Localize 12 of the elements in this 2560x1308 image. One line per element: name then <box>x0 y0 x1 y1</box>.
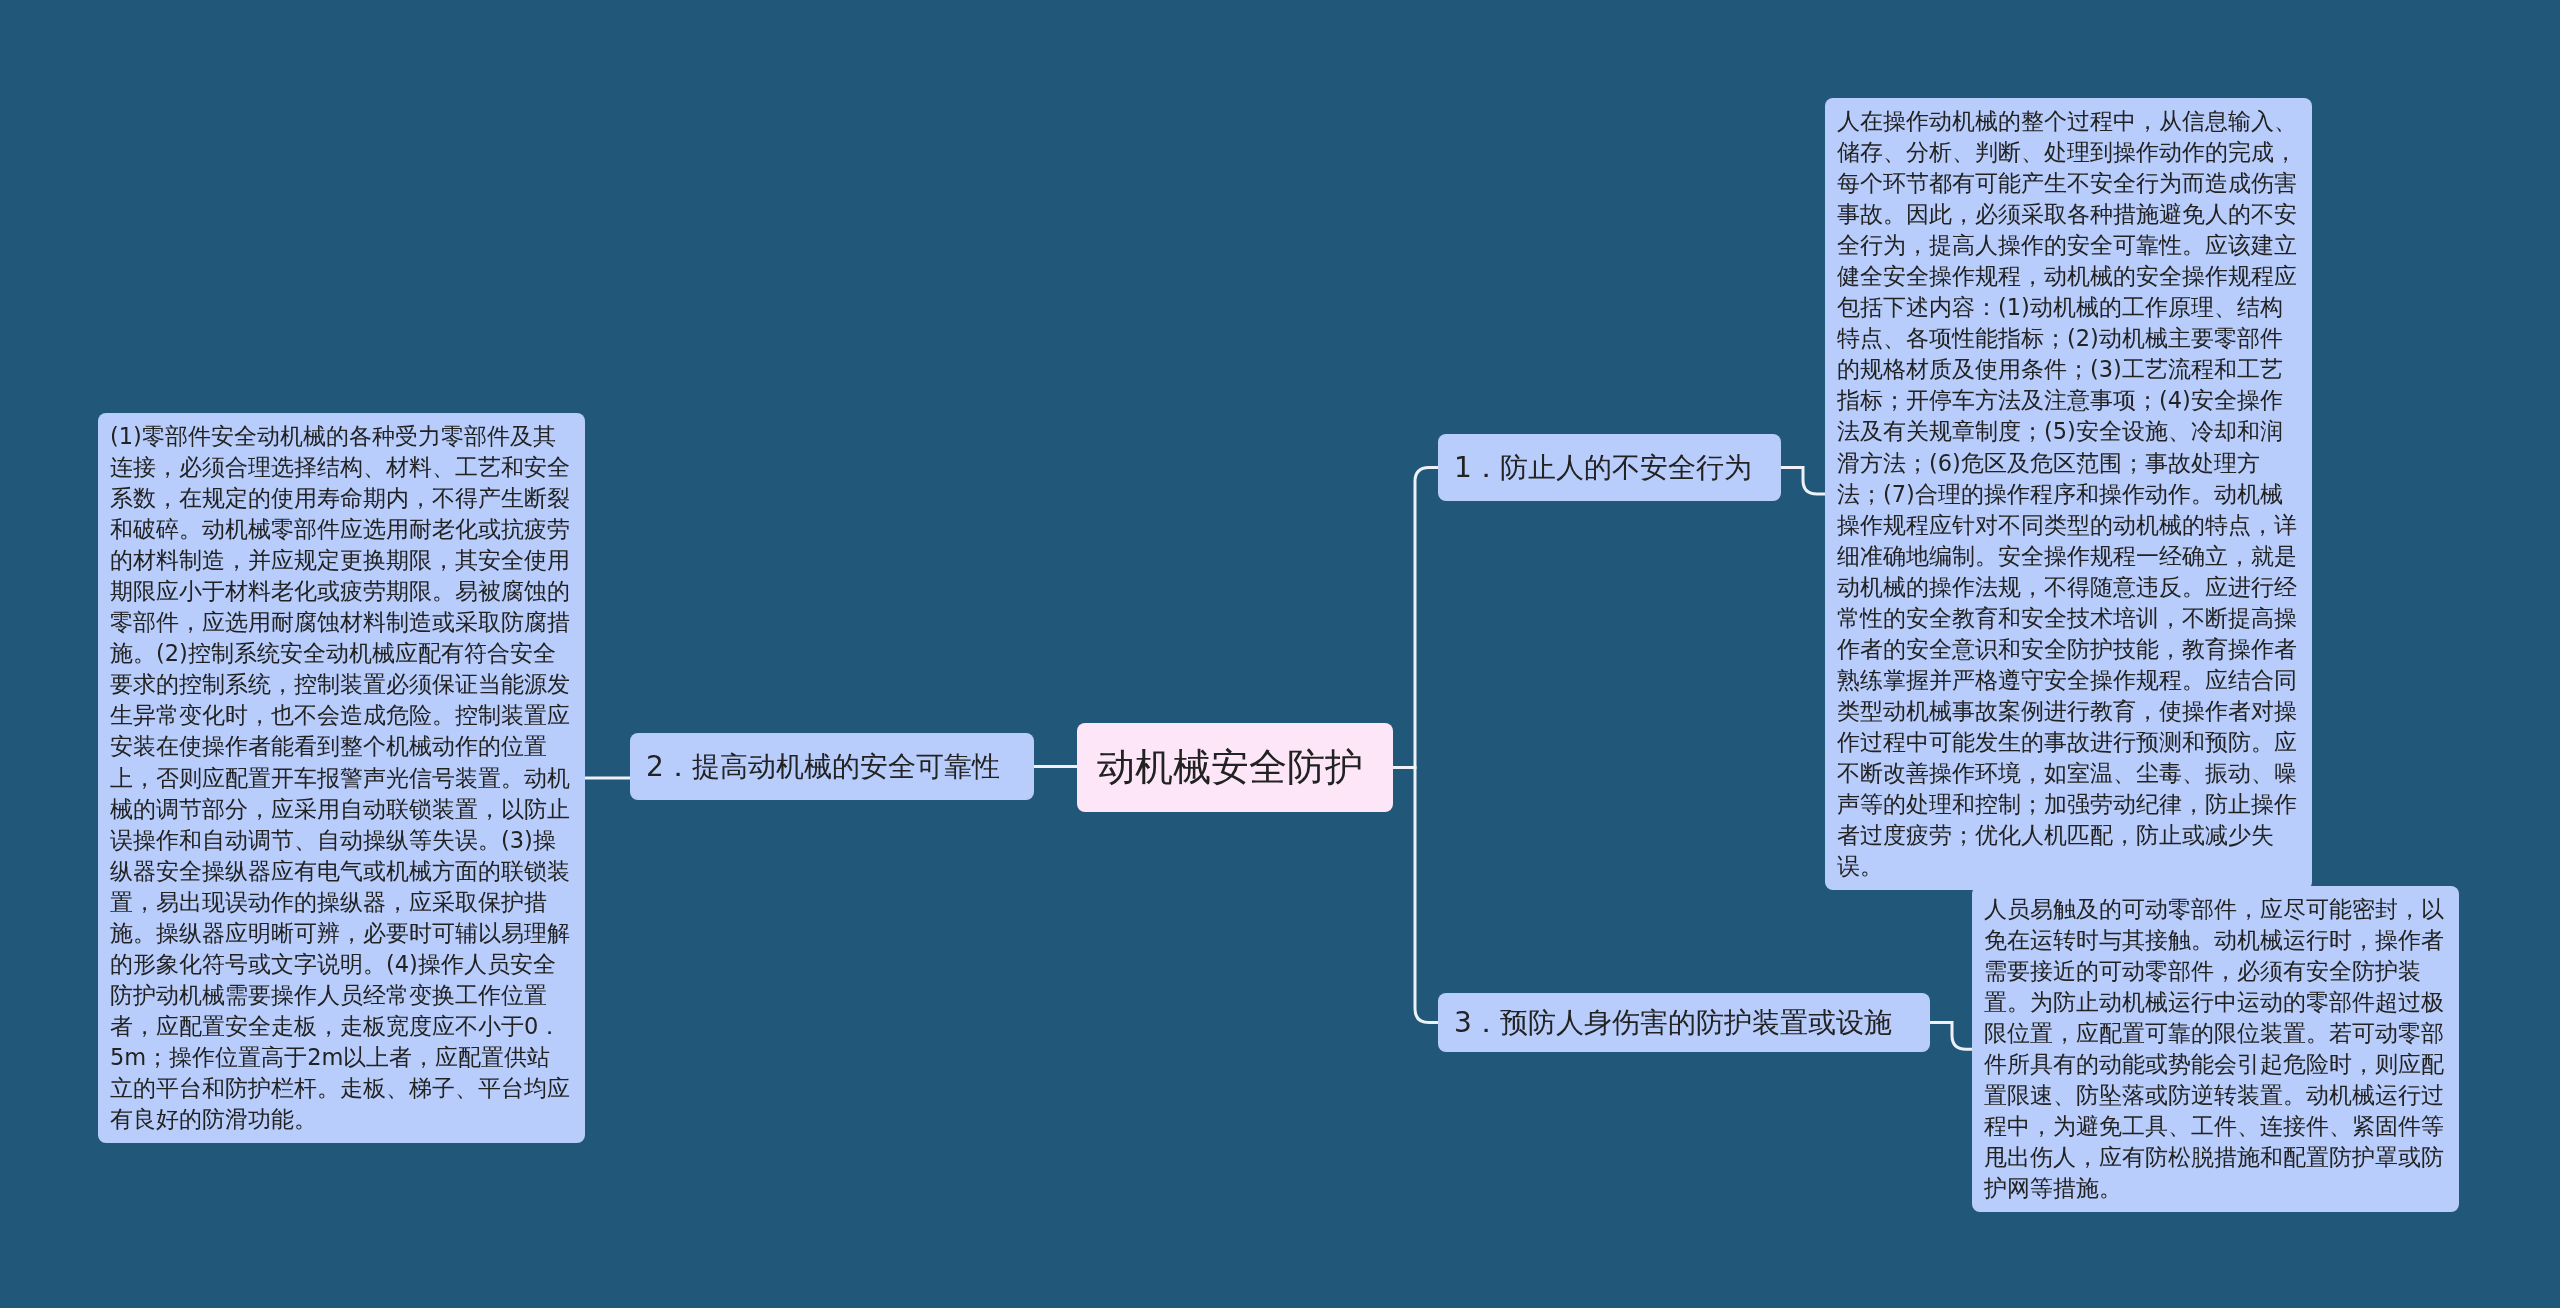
text-box: 人在操作动机械的整个过程中，从信息输入、储存、分析、判断、处理到操作动作的完成，每个环节都有可能产生不安全行为而造成伤害事故。因此，必须采取各种措施避免人的不安全行为，提高人操作的安全可靠性。应该建立健全安全操作规程，动机械的安全操作规程应包括下述内容：(1)动机械的工作原理、结构特点、各项性能指标；(2)动机械主要零部件的规格材质及使用条件；(3)工艺流程和工艺指标；开停车方法及注意事项；(4)安全操作法及有关规章制度；(5)安全设施、冷却和润滑方法；(6)危区及危区范围；事故处理方法；(7)合理的操作程序和操作动作。动机械操作规程应针对不同类型的动机械的特点，详细准确地编制。安全操作规程一经确立，就是动机械的操作法规，不得随意违反。应进行经常性的安全教育和安全技术培训，不断提高操作者的安全意识和安全防护技能，教育操作者熟练掌握并严格遵守安全操作规程。应结合同类型动机械事故案例进行教育，使操作者对操作过程中可能发生的事故进行预测和预防。应不断改善操作环境，如室温、尘毒、振动、噪声等的处理和控制；加强劳动纪律，防止操作者过度疲劳；优化人机匹配，防止或减少失误。 <box>1825 98 2312 891</box>
text-box: (1)零部件安全动机械的各种受力零部件及其连接，必须合理选择结构、材料、工艺和安全系数，在规定的使用寿命期内，不得产生断裂和破碎。动机械零部件应选用耐老化或抗疲劳的材料制造，并应规定更换期限，其安全使用期限应小于材料老化或疲劳期限。易被腐蚀的零部件，应选用耐腐蚀材料制造或采取防腐措施。(2)控制系统安全动机械应配有符合安全要求的控制系统，控制装置必须保证当能源发生异常变化时，也不会造成危险。控制装置应安装在使操作者能看到整个机械动作的位置上，否则应配置开车报警声光信号装置。动机械的调节部分，应采用自动联锁装置，以防止误操作和自动调节、自动操纵等失误。(3)操纵器安全操纵器应有电气或机械方面的联锁装置，易出现误动作的操纵器，应采取保护措施。操纵器应明晰可辨，必要时可辅以易理解的形象化符号或文字说明。(4)操作人员安全防护动机械需要操作人员经常变换工作位置者，应配置安全走板，走板宽度应不小于0．5m；操作位置高于2m以上者，应配置供站立的平台和防护栏杆。走板、梯子、平台均应有良好的防滑功能。 <box>98 413 585 1144</box>
root-topic-box: 动机械安全防护 <box>1077 723 1393 813</box>
connector-line <box>1393 766 1438 1025</box>
connector-line <box>1781 466 1825 496</box>
connector-line <box>1034 765 1077 769</box>
topic-box: 3．预防人身伤害的防护装置或设施 <box>1438 993 1930 1053</box>
text-box: 人员易触及的可动零部件，应尽可能密封，以免在运转时与其接触。动机械运行时，操作者需要接近的可动零部件，必须有安全防护装置。为防止动机械运行中运动的零部件超过极限位置，应配置可靠的限位装置。若可动零部件所具有的动能或势能会引起危险时，则应配置限速、防坠落或防逆转装置。动机械运行过程中，为避免工具、工件、连接件、紧固件等甩出伤人，应有防松脱措施和配置防护罩或防护网等措施。 <box>1972 886 2459 1213</box>
connector-line <box>585 776 630 780</box>
topic-box: 1．防止人的不安全行为 <box>1438 434 1781 502</box>
connector-line <box>1930 1021 1972 1051</box>
topic-box: 2．提高动机械的安全可靠性 <box>630 733 1034 801</box>
